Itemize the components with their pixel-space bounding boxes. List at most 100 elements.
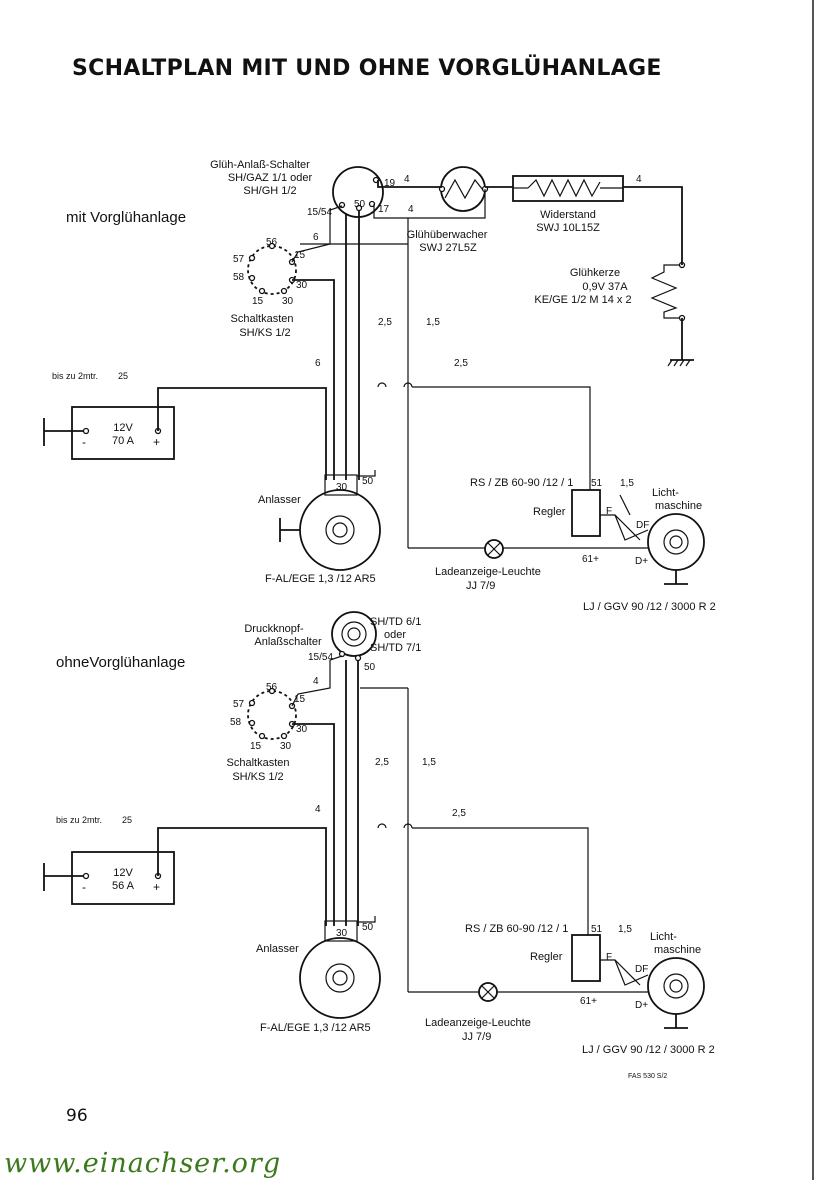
generator-b-label-2: maschine [654,944,701,956]
lamp-b-label-1: Ladeanzeige-Leuchte [425,1017,531,1029]
push-switch-option-1: SH/TD 6/1 [370,616,421,628]
box-b-terminal-15-right: 15 [294,694,306,705]
wire-b-size-25-b: 2,5 [452,808,466,819]
page-title: SCHALTPLAN MIT UND OHNE VORGLÜHANLAGE [72,56,662,81]
lamp-label-1: Ladeanzeige-Leuchte [435,566,541,578]
watermark: www.einachser.org [4,1148,282,1179]
generator-b-type: LJ / GGV 90 /12 / 3000 R 2 [582,1044,715,1056]
wires-bottom: 4 4 2,5 1,5 2,5 1,5 [157,655,649,993]
starter-label: Anlasser [258,494,301,506]
regulator-terminal-F: F [606,506,612,517]
wire-size-15-b: 1,5 [620,478,634,489]
box-label-2: SH/KS 1/2 [239,327,290,339]
box-terminal-58: 58 [233,272,245,283]
battery-b-minus: - [82,880,86,894]
starter-terminal-50: 50 [362,476,374,487]
lamp-label-2: JJ 7/9 [466,580,495,592]
plug-label-3: KE/GE 1/2 M 14 x 2 [534,294,631,306]
regulator-terminal-51: 51 [591,478,603,489]
generator-b-label-1: Licht- [650,931,677,943]
push-switch-label-1: Druckknopf- [244,623,304,635]
regulator-b-type: RS / ZB 60-90 /12 / 1 [465,923,568,935]
box-b-terminal-15-bottom: 15 [250,741,262,752]
battery-top: - + 12V 70 A bis zu 2mtr. 25 [43,371,175,460]
generator-b-terminal-DF: DF [635,964,648,975]
box-b-terminal-30-right: 30 [296,724,308,735]
switch-box-bottom: 56 57 58 15 30 15 30 Schaltkasten SH/KS … [227,682,308,783]
starter-terminal-30: 30 [336,482,348,493]
battery-voltage: 12V [113,422,133,434]
box-b-label-2: SH/KS 1/2 [232,771,283,783]
generator-b-terminal-D: D+ [635,1000,648,1011]
box-b-label-1: Schaltkasten [227,757,290,769]
box-b-terminal-58: 58 [230,717,242,728]
box-terminal-30-right: 30 [296,280,308,291]
wire-size-4-a: 4 [404,174,410,185]
drawing-code: FAS 530 S/2 [628,1073,667,1080]
resistor-label-1: Widerstand [540,209,596,221]
switch-terminal-17: 17 [378,204,390,215]
wire-size-25-a: 2,5 [378,317,392,328]
regulator-b-terminal-61: 61+ [580,996,597,1007]
box-b-terminal-57: 57 [233,699,245,710]
push-switch-option-3: SH/TD 7/1 [370,642,421,654]
wire-size-25-b: 2,5 [454,358,468,369]
push-switch-option-2: oder [384,629,406,641]
regulator-terminal-61: 61+ [582,554,599,565]
starter-type: F-AL/EGE 1,3 /12 AR5 [265,573,376,585]
box-terminal-15-bottom: 15 [252,296,264,307]
generator-type: LJ / GGV 90 /12 / 3000 R 2 [583,601,716,613]
battery-capacity: 70 A [112,435,135,447]
wires-top: 4 4 4 6 6 2,5 1,5 2,5 1,5 [157,174,683,549]
push-switch-terminal-50: 50 [364,662,376,673]
wire-size-4-b: 4 [408,204,414,215]
switch-label-2: SH/GAZ 1/1 oder [228,172,313,184]
battery-bottom: - + 12V 56 A bis zu 2mtr. 25 [43,815,175,905]
box-terminal-30-bottom: 30 [282,296,294,307]
regulator-top: RS / ZB 60-90 /12 / 1 Regler 51 F 61+ [470,477,612,565]
box-terminal-57: 57 [233,254,245,265]
starter-b-label: Anlasser [256,943,299,955]
wire-size-6-b: 6 [315,358,321,369]
regulator-type: RS / ZB 60-90 /12 / 1 [470,477,573,489]
starter-b-terminal-50: 50 [362,922,374,933]
switch-label-1: Glüh-Anlaß-Schalter [210,159,310,171]
diagram-without-preglow: ohneVorglühanlage Druckknopf- Anlaßschal… [43,611,715,1080]
lamp-b-label-2: JJ 7/9 [462,1031,491,1043]
regulator-b-label: Regler [530,951,563,963]
box-b-terminal-56: 56 [266,682,278,693]
regulator-b-terminal-51: 51 [591,924,603,935]
wire-size-15-a: 1,5 [426,317,440,328]
plug-label-2: 0,9V 37A [582,281,628,293]
battery-b-plus: + [153,880,160,894]
monitor-label-1: Glühüberwacher [407,229,488,241]
push-switch-terminal-1554: 15/54 [308,652,333,663]
generator-terminal-DF: DF [636,520,649,531]
regulator-b-terminal-F: F [606,952,612,963]
battery-plus: + [153,435,160,449]
box-terminal-15-right: 15 [294,250,306,261]
switch-terminal-50: 50 [354,199,366,210]
battery-b-cable-size: 25 [122,815,132,825]
battery-b-cable-note: bis zu 2mtr. [56,815,102,825]
starter-bottom: 30 50 Anlasser F-AL/EGE 1,3 /12 AR5 [256,920,381,1034]
page-edge-line [812,0,814,1180]
box-b-terminal-30-bottom: 30 [280,741,292,752]
glow-monitor: Glühüberwacher SWJ 27L5Z [407,166,489,254]
starter-top: 30 50 Anlasser F-AL/EGE 1,3 /12 AR5 [258,474,381,585]
battery-b-capacity: 56 A [112,880,135,892]
charge-lamp-bottom: Ladeanzeige-Leuchte JJ 7/9 [425,982,531,1043]
glow-plug: Glühkerze 0,9V 37A KE/GE 1/2 M 14 x 2 [534,261,694,367]
generator-label-1: Licht- [652,487,679,499]
box-terminal-56: 56 [266,237,278,248]
switch-label-3: SH/GH 1/2 [243,185,296,197]
starter-b-terminal-30: 30 [336,928,348,939]
regulator-label: Regler [533,506,566,518]
generator-bottom: Licht- maschine DF D+ LJ / GGV 90 /12 / … [582,931,715,1056]
glow-resistor: Widerstand SWJ 10L15Z [512,175,624,234]
starter-b-type: F-AL/EGE 1,3 /12 AR5 [260,1022,371,1034]
wire-size-6-a: 6 [313,232,319,243]
generator-label-2: maschine [655,500,702,512]
battery-minus: - [82,435,86,449]
